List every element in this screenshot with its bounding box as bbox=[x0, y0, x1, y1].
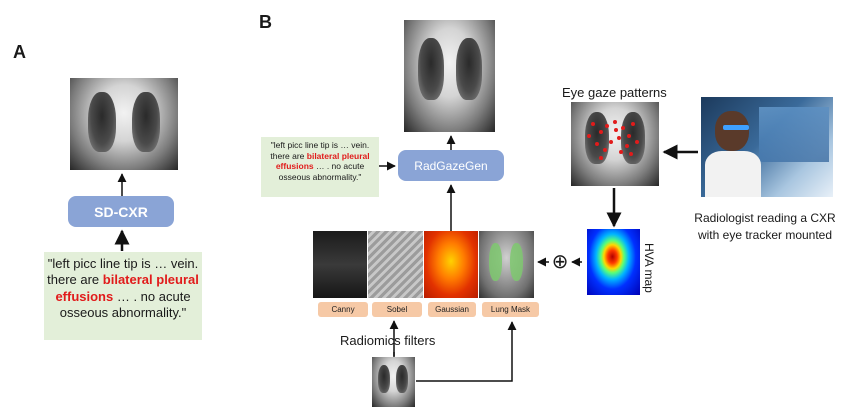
combine-operator: ⊕ bbox=[551, 251, 569, 273]
prompt-text-before: "left picc line tip is … vein. there are bbox=[47, 256, 199, 288]
sd-cxr-model-box: SD-CXR bbox=[68, 196, 174, 227]
input-xray bbox=[372, 357, 415, 407]
prompt-text-before: "left picc line tip is … vein. there are bbox=[270, 140, 370, 161]
filter-chip-sobel: Sobel bbox=[372, 302, 422, 317]
lung-mask-image bbox=[479, 231, 534, 298]
radiologist-caption-line2: with eye tracker mounted bbox=[697, 228, 833, 242]
filter-chip-lung-mask: Lung Mask bbox=[482, 302, 539, 317]
gaze-points bbox=[587, 120, 639, 160]
radiomics-filters-label: Radiomics filters bbox=[340, 333, 436, 348]
panel-b-prompt-box: "left picc line tip is … vein. there are… bbox=[261, 137, 379, 197]
panel-a-prompt-box: "left picc line tip is … vein. there are… bbox=[44, 252, 202, 340]
gaussian-filter-image bbox=[424, 231, 478, 298]
arrow-input-to-lung-mask bbox=[416, 321, 517, 382]
prompt-highlight: bilateral pleural effusions bbox=[55, 272, 199, 304]
radgazegen-output-xray bbox=[404, 20, 495, 132]
canny-filter-image bbox=[313, 231, 367, 298]
filter-chip-canny: Canny bbox=[318, 302, 368, 317]
eye-gaze-label: Eye gaze patterns bbox=[562, 85, 667, 100]
filter-chip-gaussian: Gaussian bbox=[428, 302, 476, 317]
prompt-text-after: … . no acute osseous abnormality." bbox=[278, 161, 365, 182]
sd-cxr-output-xray bbox=[70, 78, 178, 170]
prompt-text-after: … . no acute osseous abnormality." bbox=[59, 288, 191, 320]
sobel-filter-image bbox=[368, 231, 423, 298]
prompt-highlight: bilateral pleural effusions bbox=[275, 150, 370, 172]
radiologist-caption-line1: Radiologist reading a CXR bbox=[694, 211, 836, 225]
hva-map-image bbox=[587, 229, 640, 295]
eye-gaze-xray bbox=[571, 102, 659, 186]
radiologist-photo bbox=[701, 97, 833, 197]
radgazegen-model-box: RadGazeGen bbox=[398, 150, 504, 181]
panel-a-letter: A bbox=[13, 42, 26, 62]
panel-b-letter: B bbox=[259, 12, 272, 32]
